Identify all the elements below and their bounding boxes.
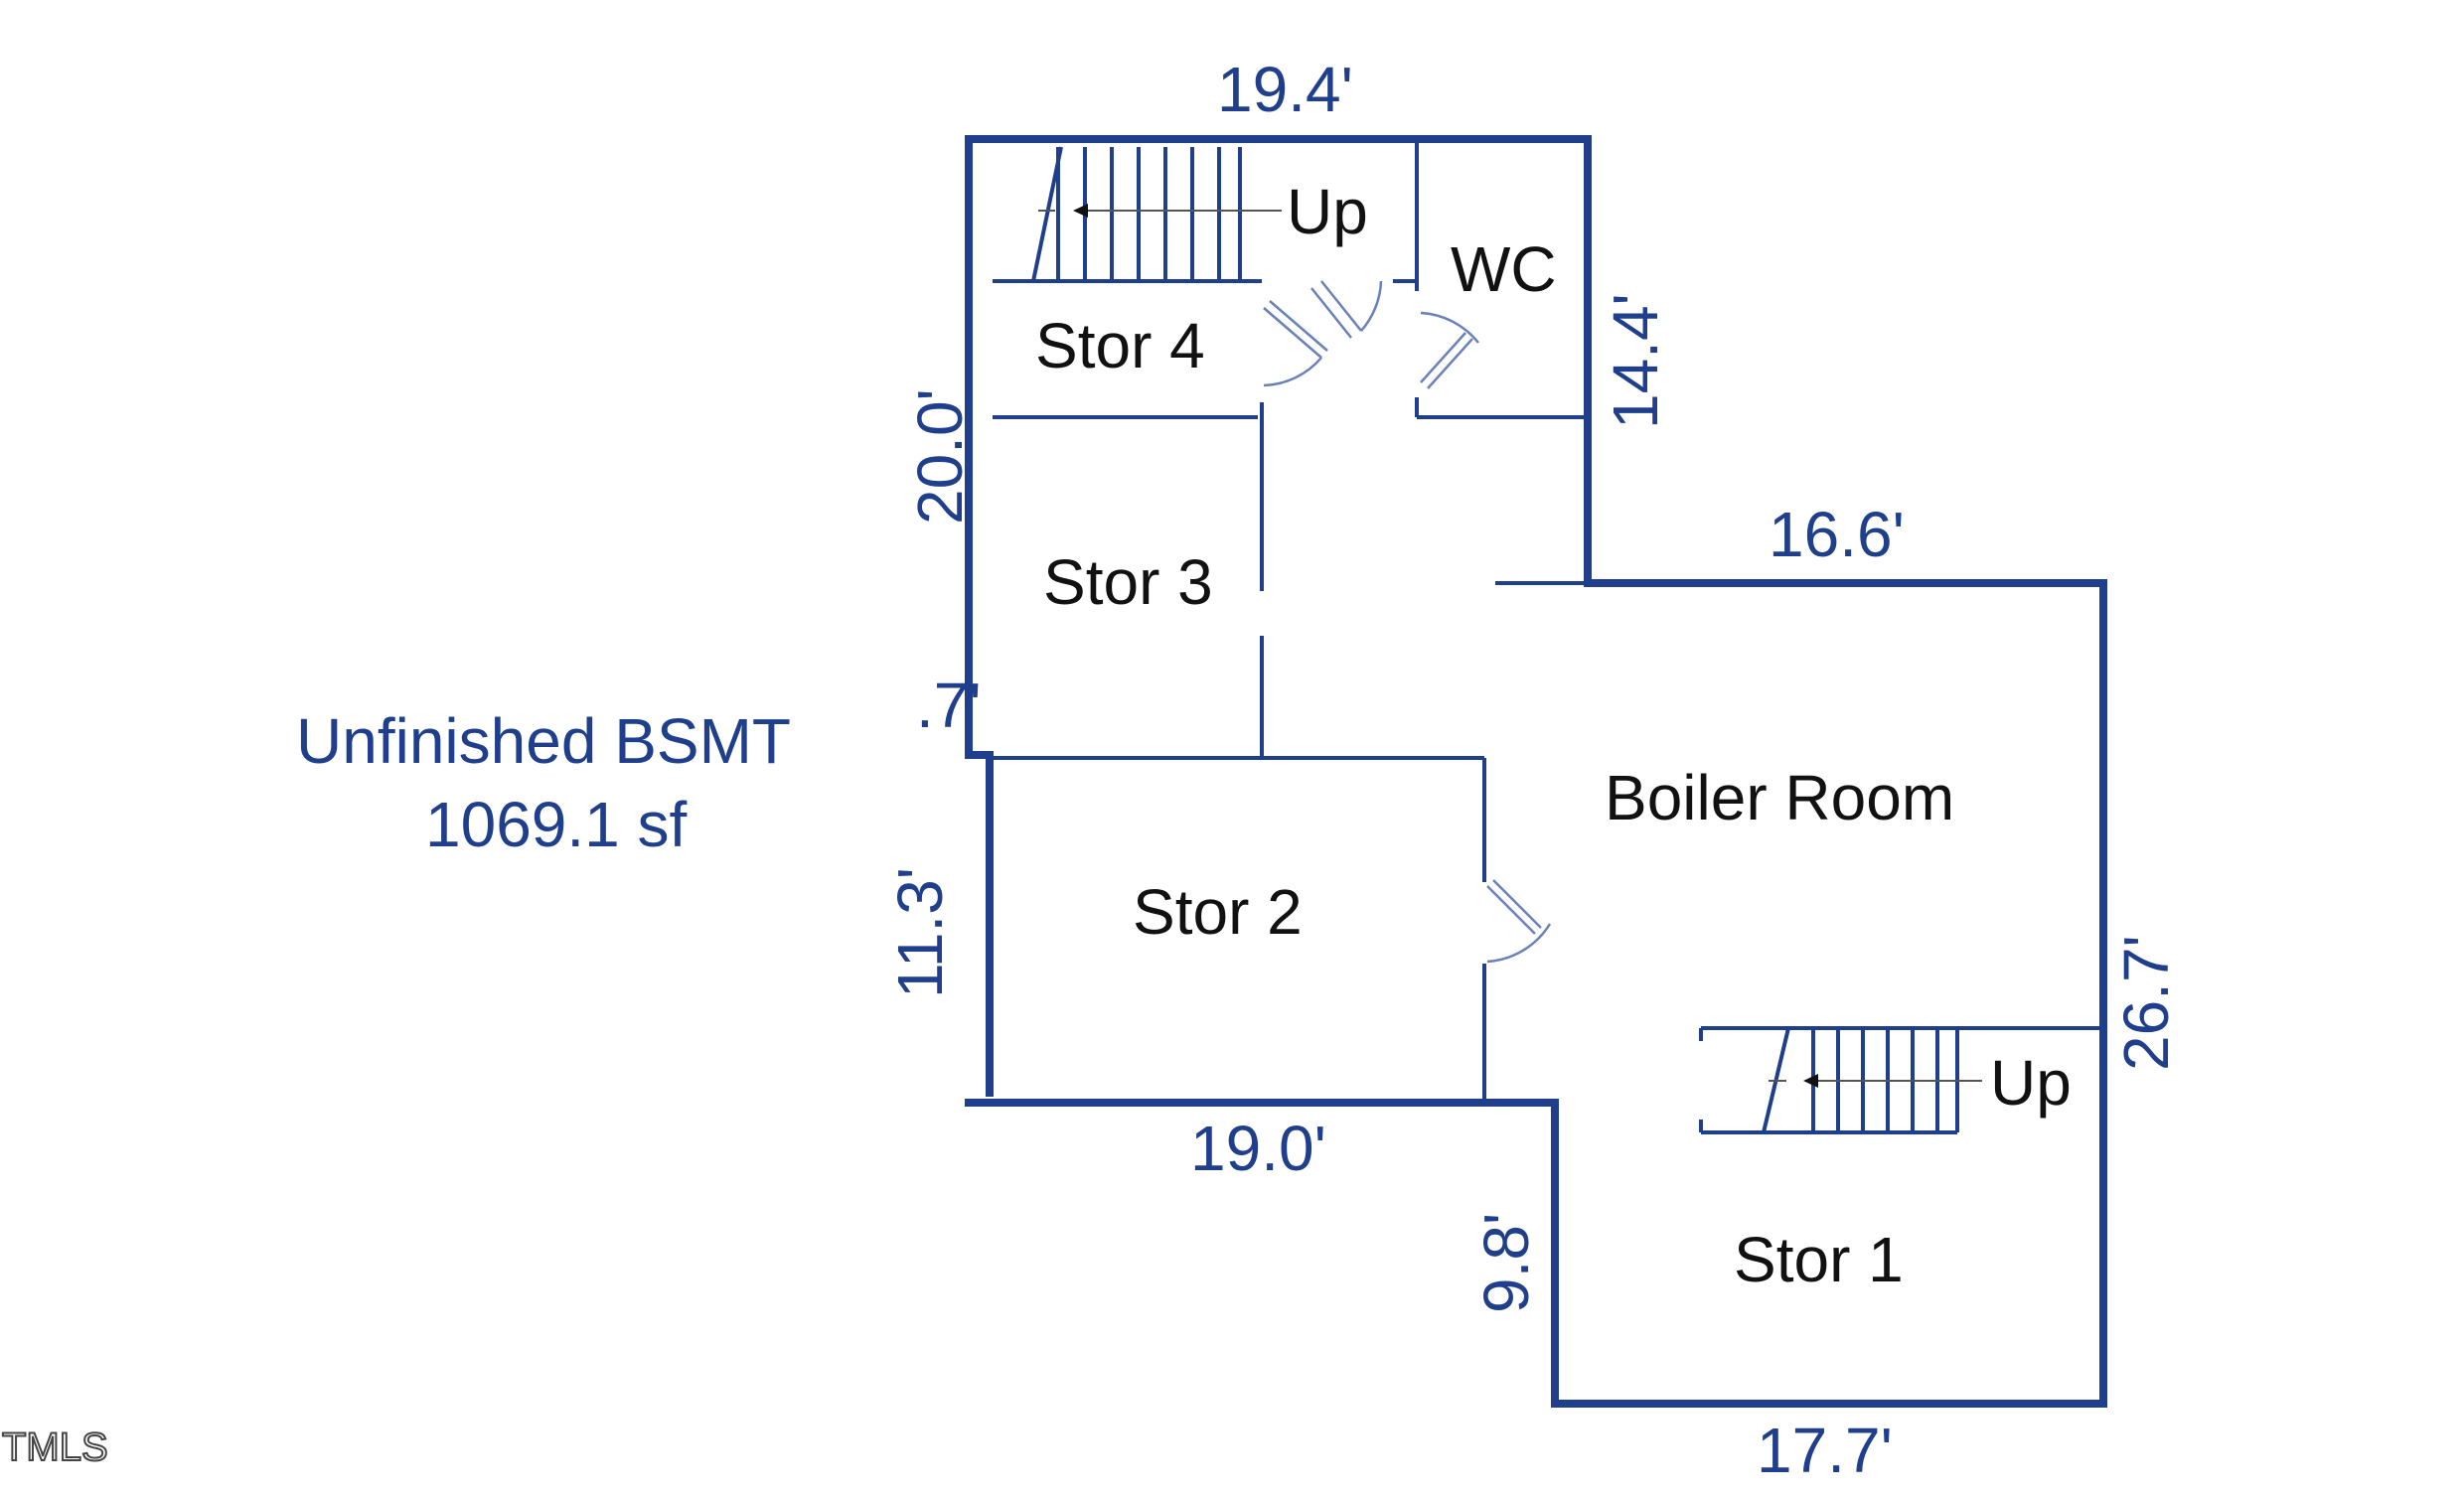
dimension-bottom-right: 17.7'	[1757, 1415, 1893, 1486]
summary-label: Unfinished BSMT	[296, 705, 791, 777]
room-label-stor1: Stor 1	[1734, 1224, 1904, 1295]
room-label-stor4: Stor 4	[1035, 310, 1205, 381]
dimension-mid-top: 16.6'	[1769, 499, 1905, 570]
lower-stair-arrowhead	[1803, 1074, 1818, 1088]
room-label-boiler: Boiler Room	[1605, 762, 1954, 833]
dimension-right-upper: 14.4'	[1600, 293, 1671, 429]
lower-stair-label: Up	[1990, 1047, 2072, 1119]
lower-stair	[1762, 1027, 1982, 1133]
dimension-right-full: 26.7'	[2110, 935, 2182, 1071]
upper-stair-arrowhead	[1073, 204, 1088, 218]
watermark: TMLS	[2, 1425, 108, 1469]
summary-area: 1069.1 sf	[425, 789, 688, 860]
dimension-bottom-left: 19.0'	[1190, 1113, 1326, 1184]
dimension-small-offset: .7'	[916, 670, 982, 741]
interior-walls	[990, 142, 2100, 1134]
dimension-top: 19.4'	[1217, 54, 1353, 125]
dimension-left-lower: 11.3'	[884, 867, 956, 998]
dimension-step-left: 9.8'	[1470, 1213, 1542, 1313]
dimension-left-upper: 20.0'	[904, 388, 976, 524]
upper-stair-label: Up	[1287, 176, 1368, 247]
upper-stair	[1031, 146, 1282, 282]
room-label-stor2: Stor 2	[1133, 876, 1303, 948]
room-label-stor3: Stor 3	[1043, 546, 1213, 618]
exterior-walls	[965, 135, 2107, 1408]
doors	[1263, 280, 1552, 964]
room-label-wc: WC	[1451, 233, 1557, 305]
